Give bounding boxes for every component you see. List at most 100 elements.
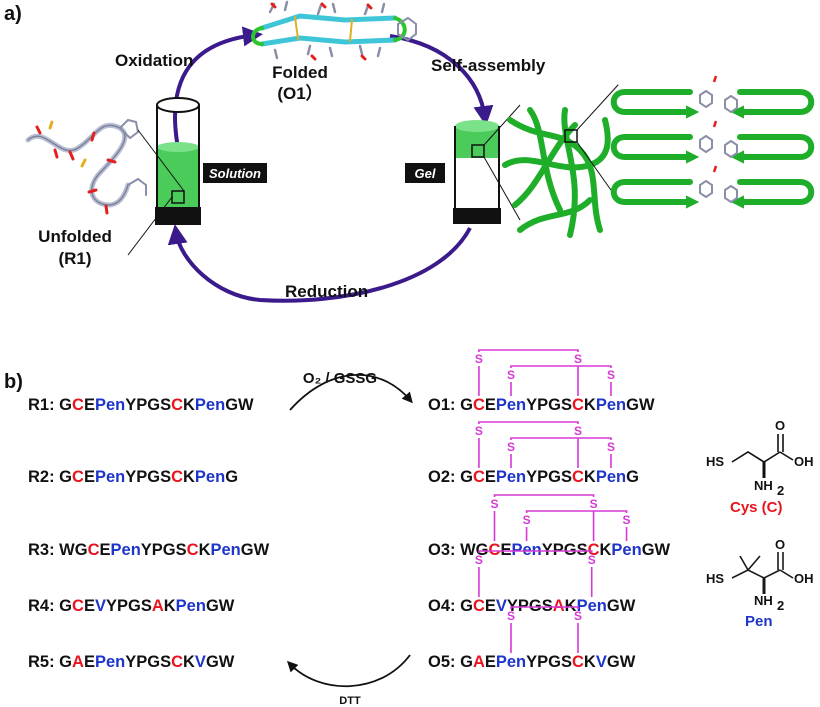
residue-segment: YPGS <box>106 597 152 615</box>
residue-segment: YPGS <box>542 541 588 559</box>
reduced-peptide-4: R4: GCEVYPGSAKPenGW <box>28 597 235 615</box>
gel-vial <box>453 104 521 224</box>
cys-structure <box>731 434 794 478</box>
sulfur-label: S <box>475 553 483 567</box>
residue-segment: A <box>473 653 485 671</box>
oxidized-peptide-name: O1: <box>428 396 460 414</box>
residue-segment: GW <box>225 396 254 414</box>
residue-segment: Pen <box>95 396 125 414</box>
residue-segment: C <box>489 541 501 559</box>
pen-nh-sub: 2 <box>777 598 784 613</box>
residue-segment: Pen <box>496 468 526 486</box>
residue-segment: YPGS <box>526 396 572 414</box>
residue-segment: YPGS <box>125 653 171 671</box>
sulfur-label: S <box>607 440 615 454</box>
residue-segment: GW <box>642 541 671 559</box>
residue-segment: C <box>572 468 584 486</box>
aromatic-stacking <box>699 75 738 204</box>
folded-label: Folded <box>272 63 328 82</box>
reduced-peptide-5: R5: GAEPenYPGSCKVGW <box>28 653 235 671</box>
pen-name: Pen <box>745 613 773 630</box>
oxidized-peptide-name: O4: <box>428 597 460 615</box>
residue-segment: A <box>553 597 565 615</box>
residue-segment: Pen <box>496 653 526 671</box>
residue-segment: YPGS <box>141 541 187 559</box>
residue-segment: C <box>473 396 485 414</box>
solution-tag-box <box>203 163 267 183</box>
sulfur-label: S <box>507 440 515 454</box>
cys-o: O <box>775 418 785 433</box>
pen-nh: NH <box>754 593 773 608</box>
oxidized-peptide-sequence: O3: WGCEPenYPGSCKPenGW <box>428 541 671 559</box>
sulfur-label: S <box>491 497 499 511</box>
oxidized-peptide-2: O2: GCEPenYPGSCKPenG <box>428 468 639 486</box>
solution-vial <box>127 97 201 256</box>
residue-segment: E <box>485 396 496 414</box>
residue-segment: WG <box>59 541 87 559</box>
residue-segment: K <box>164 597 176 615</box>
residue-segment: Pen <box>211 541 241 559</box>
residue-segment: G <box>460 396 473 414</box>
folded-id-label: (O1） <box>277 83 322 103</box>
reduced-peptide-sequence: R3: WGCEPenYPGSCKPenGW <box>28 541 270 559</box>
cys-hs: HS <box>706 454 724 469</box>
residue-segment: E <box>500 541 511 559</box>
residue-segment: Pen <box>111 541 141 559</box>
reverse-reaction-arrow <box>286 654 411 688</box>
residue-segment: YPGS <box>125 468 171 486</box>
unfolded-id-label: (R1) <box>58 249 91 268</box>
unfolded-label: Unfolded <box>38 227 112 246</box>
residue-segment: K <box>584 653 596 671</box>
residue-segment: GW <box>607 597 636 615</box>
solution-tag: Solution <box>209 166 261 181</box>
reduction-arrow <box>167 224 472 303</box>
residue-segment: G <box>626 468 639 486</box>
folded-peptide-structure <box>251 0 417 61</box>
oxidized-peptide-1: O1: GCEPenYPGSCKPenGW <box>428 396 655 414</box>
oxidation-arrow <box>173 26 263 149</box>
residue-segment: Pen <box>511 541 541 559</box>
residue-segment: Pen <box>611 541 641 559</box>
oxidized-peptide-sequence: O2: GCEPenYPGSCKPenG <box>428 468 639 486</box>
sulfur-label: S <box>507 609 515 623</box>
residue-segment: Pen <box>195 396 225 414</box>
residue-segment: C <box>187 541 199 559</box>
beta-sheet-stack <box>610 89 815 202</box>
oxidized-peptide-sequence: O5: GAEPenYPGSCKVGW <box>428 653 636 671</box>
cys-oh: OH <box>794 454 814 469</box>
reduced-peptide-2: R2: GCEPenYPGSCKPenG <box>28 468 238 486</box>
residue-segment: C <box>72 396 84 414</box>
residue-segment: GW <box>607 653 636 671</box>
residue-segment: GW <box>206 653 235 671</box>
sulfur-label: S <box>623 513 631 527</box>
residue-segment: Pen <box>596 468 626 486</box>
residue-segment: Pen <box>176 597 206 615</box>
residue-segment: V <box>496 597 507 615</box>
residue-segment: C <box>588 541 600 559</box>
residue-segment: E <box>100 541 111 559</box>
residue-segment: GW <box>241 541 270 559</box>
residue-segment: YPGS <box>526 468 572 486</box>
reduced-peptide-sequence: R2: GCEPenYPGSCKPenG <box>28 468 238 486</box>
residue-segment: G <box>59 468 72 486</box>
residue-segment: A <box>72 653 84 671</box>
reverse-reagent-label: DTT <box>339 695 361 707</box>
forward-reagent-label: O₂ / GSSG <box>303 370 377 387</box>
residue-segment: K <box>183 468 195 486</box>
oxidized-peptide-4: O4: GCEVYPGSAKPenGW <box>428 597 636 615</box>
oxidized-peptide-5: O5: GAEPenYPGSCKVGW <box>428 653 636 671</box>
cys-nh-sub: 2 <box>777 483 784 498</box>
pen-structure <box>731 552 794 594</box>
residue-segment: G <box>460 653 473 671</box>
residue-segment: Pen <box>577 597 607 615</box>
residue-segment: Pen <box>496 396 526 414</box>
cys-nh: NH <box>754 478 773 493</box>
pen-o: O <box>775 537 785 552</box>
self-assembly-arrow <box>389 34 494 126</box>
